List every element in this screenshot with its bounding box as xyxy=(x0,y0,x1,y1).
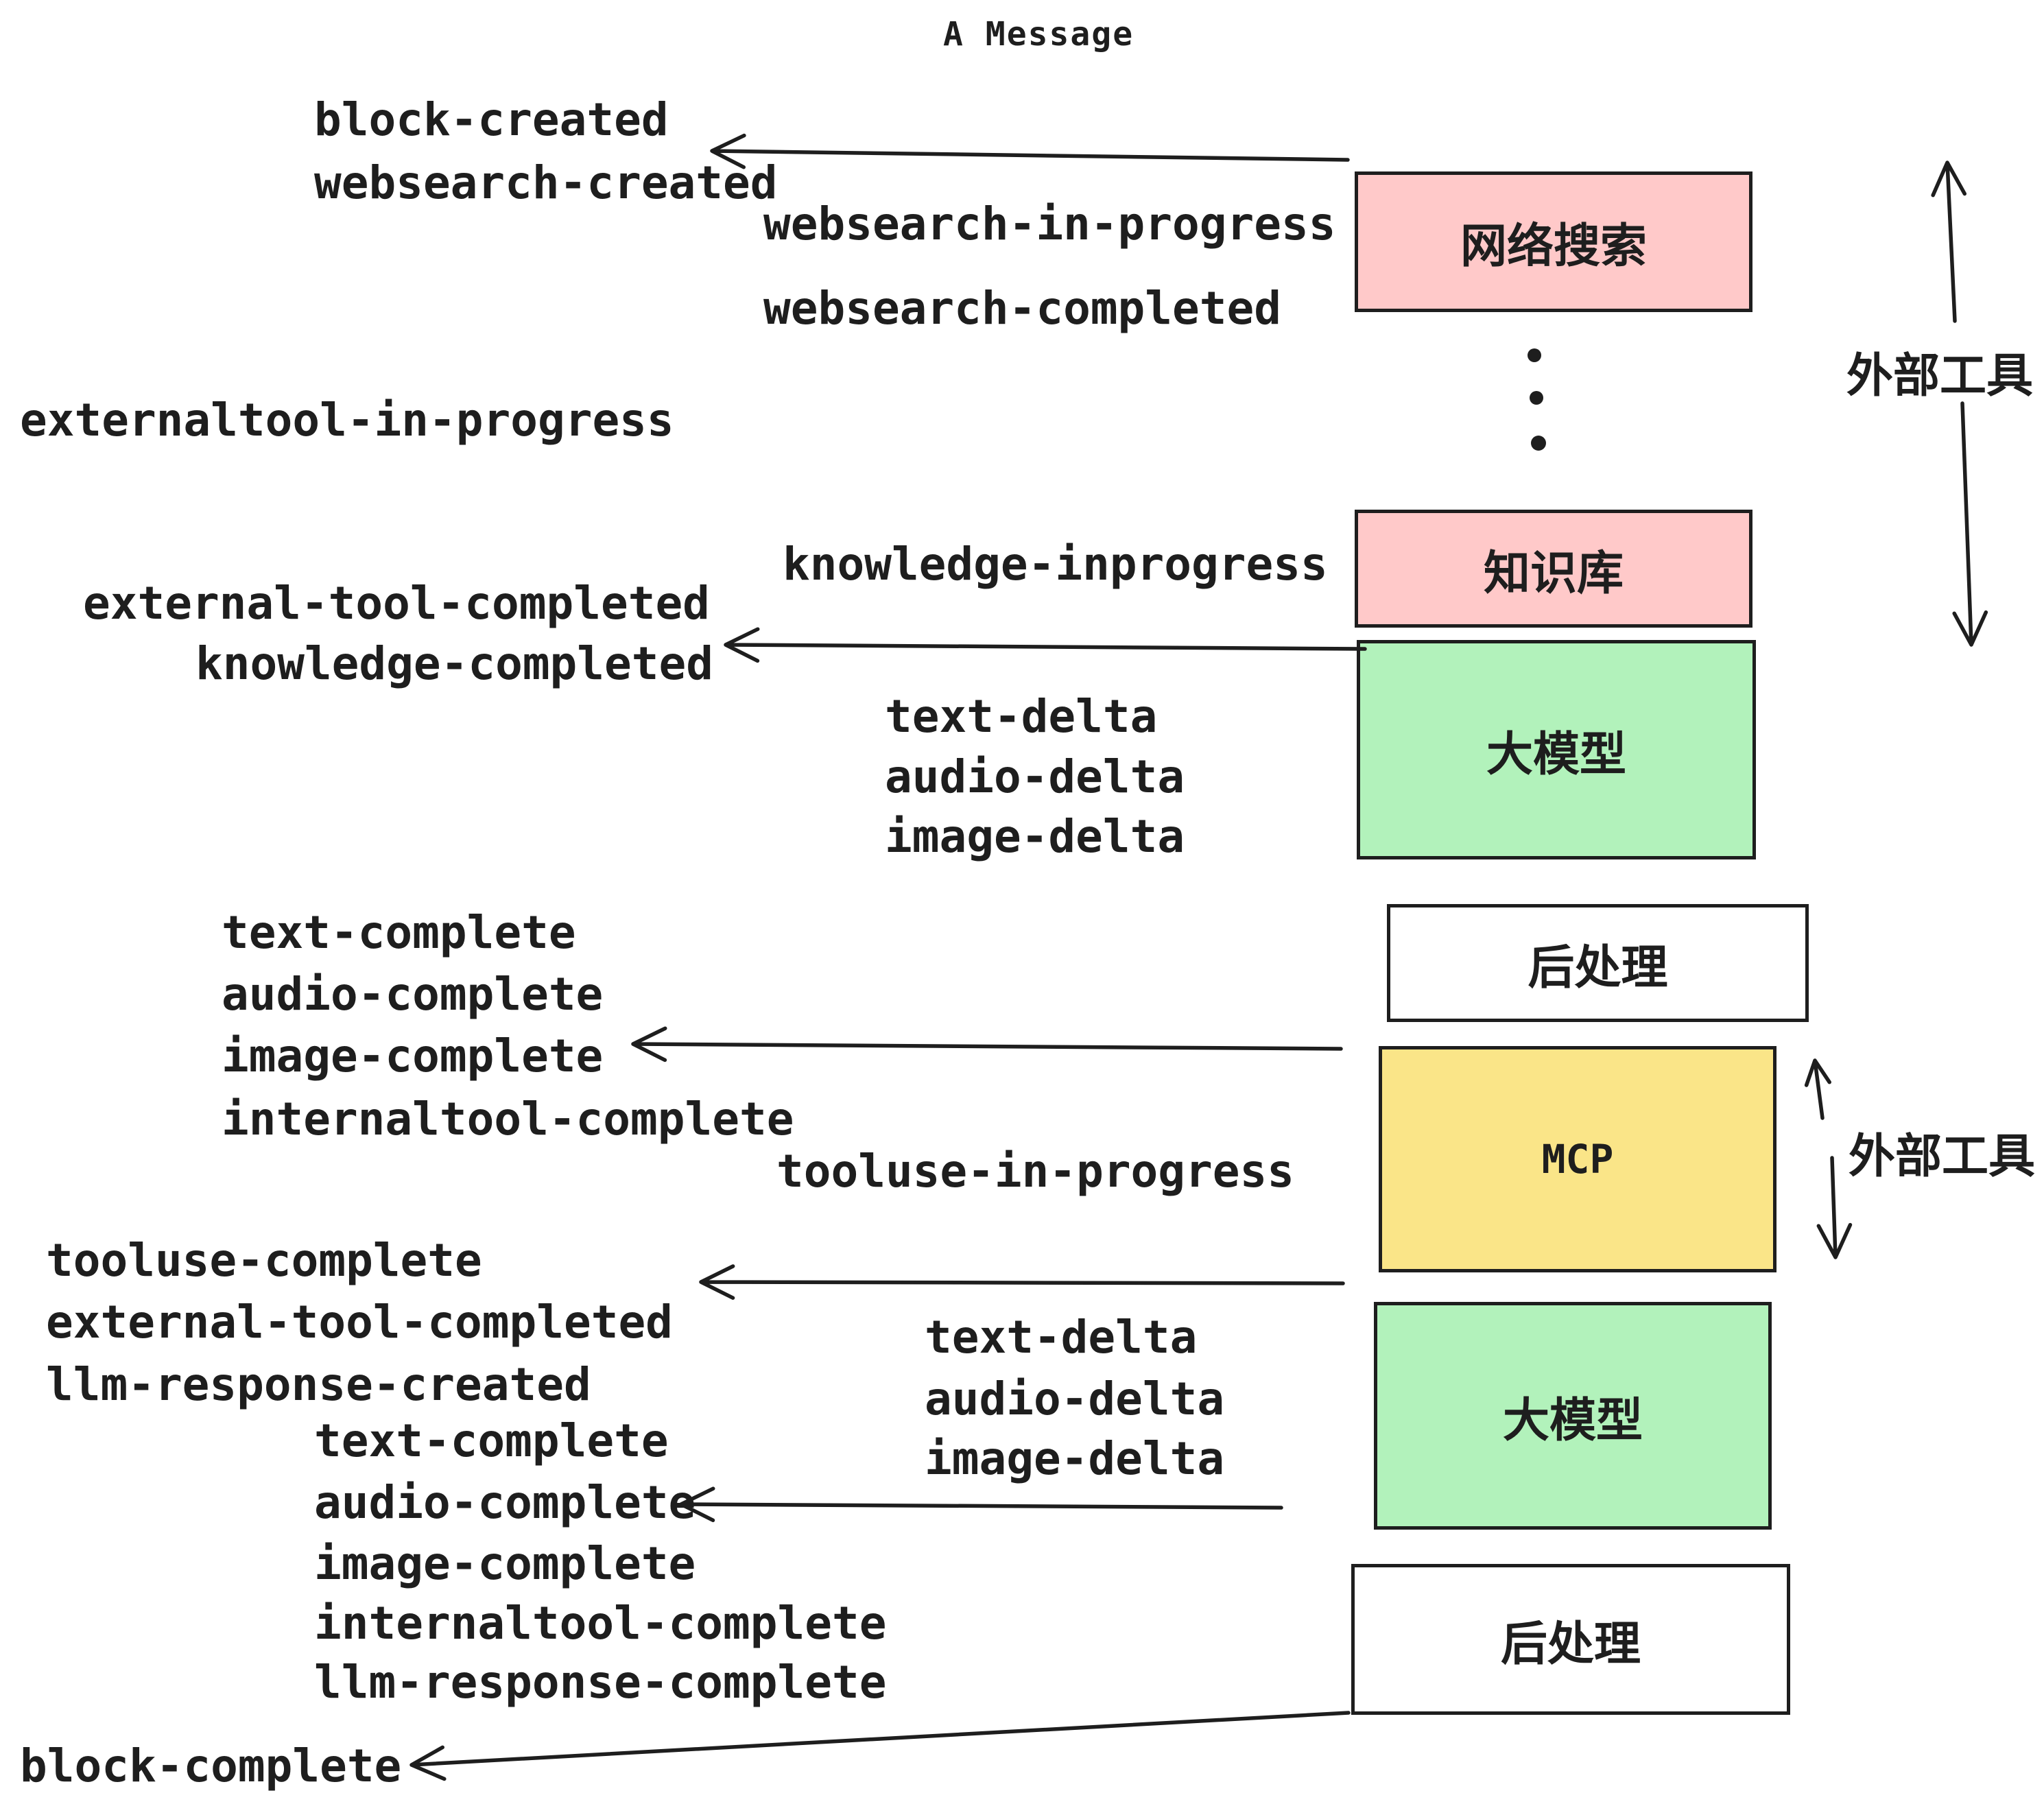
arrow-external-tools-1-up xyxy=(1931,161,1967,323)
box-postprocess-1: 后处理 xyxy=(1387,904,1809,1022)
arrow-postprocess2-to-block-complete xyxy=(409,1711,1351,1781)
event-label-audio-complete-1: audio-complete xyxy=(222,968,604,1021)
ellipsis-dot xyxy=(1531,436,1546,451)
arrow-external-tools-1-down xyxy=(1952,401,1988,647)
event-label-externaltool-in-progress: externaltool-in-progress xyxy=(20,394,674,447)
event-label-internaltool-complete-1: internaltool-complete xyxy=(222,1093,794,1146)
event-label-tooluse-in-progress: tooluse-in-progress xyxy=(776,1145,1294,1198)
ellipsis-dot xyxy=(1528,348,1541,362)
event-label-audio-delta-1: audio-delta xyxy=(885,750,1185,803)
box-llm-2-label: 大模型 xyxy=(1502,1393,1643,1448)
event-label-tooluse-complete: tooluse-complete xyxy=(46,1234,482,1287)
arrow-mcp-to-tooluse-complete xyxy=(699,1264,1345,1300)
box-mcp-label: MCP xyxy=(1541,1136,1614,1183)
arrow-websearch-to-block-created xyxy=(710,133,1350,169)
event-label-external-tool-completed-2: external-tool-completed xyxy=(46,1296,673,1349)
box-mcp: MCP xyxy=(1379,1046,1776,1272)
event-label-websearch-completed: websearch-completed xyxy=(763,282,1281,335)
event-label-text-complete-2: text-complete xyxy=(314,1414,669,1467)
diagram-title: A Message xyxy=(943,15,1134,54)
event-label-llm-response-created: llm-response-created xyxy=(46,1358,591,1411)
event-label-image-complete-2: image-complete xyxy=(314,1537,696,1590)
event-label-image-complete-1: image-complete xyxy=(222,1030,604,1082)
event-label-text-complete-1: text-complete xyxy=(222,906,576,959)
arrow-postprocess-to-image-complete xyxy=(631,1026,1343,1063)
box-websearch: 网络搜索 xyxy=(1355,171,1752,312)
box-websearch-label: 网络搜索 xyxy=(1460,219,1647,274)
arrow-llm-to-knowledge-completed xyxy=(724,627,1367,663)
box-knowledge-base: 知识库 xyxy=(1355,510,1752,628)
event-label-audio-delta-2: audio-delta xyxy=(925,1373,1225,1425)
ellipsis-dots xyxy=(1528,348,1546,451)
event-label-llm-response-complete: llm-response-complete xyxy=(314,1656,887,1709)
event-label-knowledge-completed: knowledge-completed xyxy=(195,637,713,690)
box-knowledge-base-label: 知识库 xyxy=(1483,546,1624,601)
event-label-block-created: block-created xyxy=(314,93,669,146)
ellipsis-dot xyxy=(1530,391,1543,405)
box-llm-2: 大模型 xyxy=(1374,1302,1772,1530)
event-label-audio-complete-2: audio-complete xyxy=(314,1476,696,1529)
arrow-external-tools-2-up xyxy=(1804,1058,1831,1120)
box-postprocess-1-label: 后处理 xyxy=(1528,940,1668,995)
event-label-image-delta-2: image-delta xyxy=(925,1432,1225,1485)
box-postprocess-2: 后处理 xyxy=(1351,1564,1790,1715)
box-llm-1-label: 大模型 xyxy=(1486,727,1626,782)
event-label-websearch-created: websearch-created xyxy=(314,156,778,209)
event-label-external-tool-completed: external-tool-completed xyxy=(83,577,710,630)
event-label-internaltool-complete-2: internaltool-complete xyxy=(314,1597,887,1650)
box-llm-1: 大模型 xyxy=(1357,640,1756,859)
event-label-text-delta-2: text-delta xyxy=(925,1311,1198,1364)
event-label-text-delta-1: text-delta xyxy=(885,690,1158,743)
arrow-external-tools-2-down xyxy=(1816,1156,1853,1259)
side-label-external-tools-1: 外部工具 xyxy=(1846,349,2034,403)
event-label-websearch-in-progress: websearch-in-progress xyxy=(763,198,1336,250)
event-label-image-delta-1: image-delta xyxy=(885,810,1185,863)
event-label-block-complete: block-complete xyxy=(20,1740,402,1792)
arrow-llm2-to-audio-complete xyxy=(679,1486,1283,1523)
box-postprocess-2-label: 后处理 xyxy=(1500,1617,1641,1672)
event-label-knowledge-inprogress: knowledge-inprogress xyxy=(783,538,1328,591)
side-label-external-tools-2: 外部工具 xyxy=(1849,1130,2036,1184)
